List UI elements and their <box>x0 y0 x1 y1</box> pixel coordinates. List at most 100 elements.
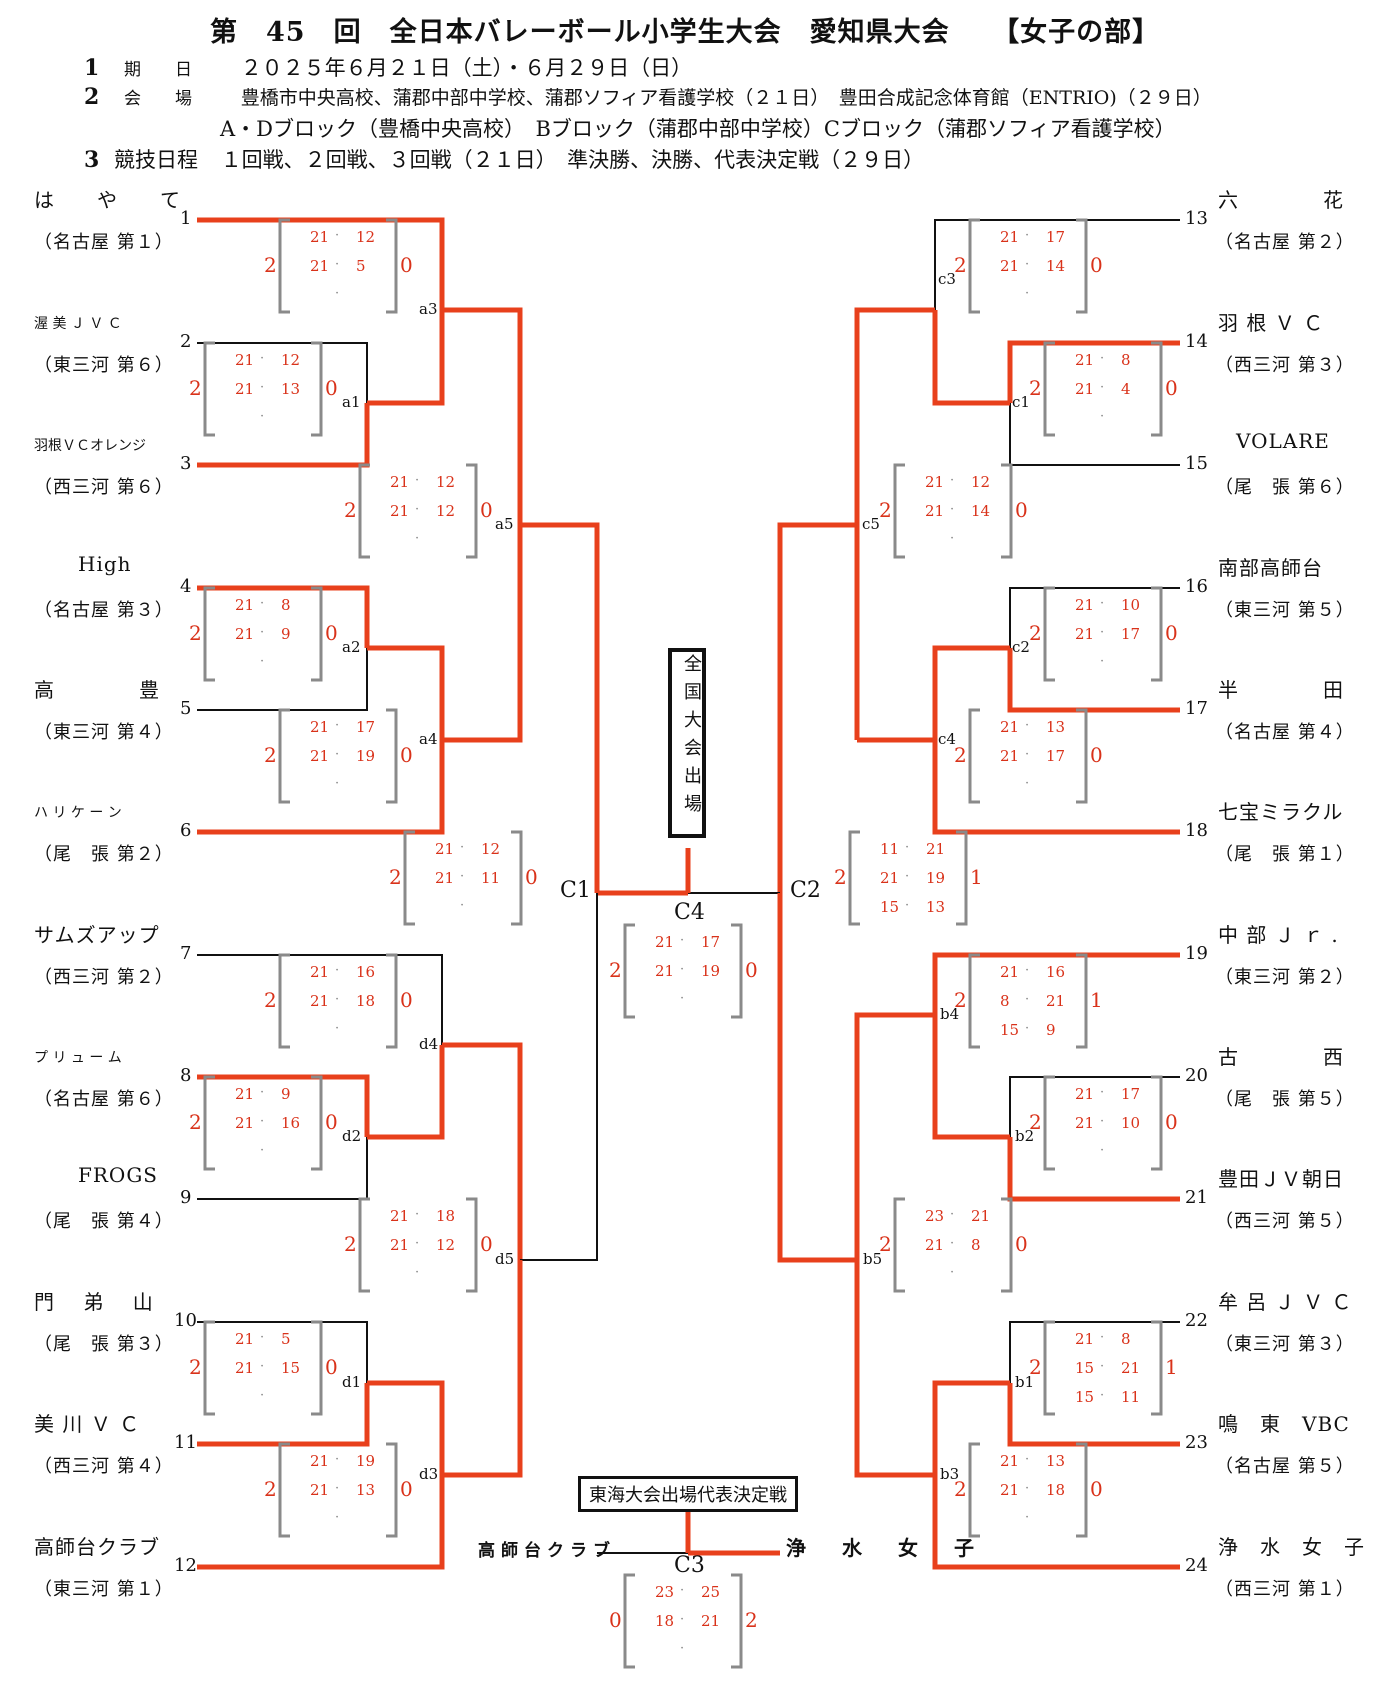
set-score-left: 21 <box>310 1452 330 1470</box>
score-bracket-right <box>1076 953 1088 1049</box>
header-row-venue: 2 会 場 豊橋市中央高校、蒲郡中部中学校、蒲郡ソフィア看護学校（２１日） 豊田… <box>84 83 1212 110</box>
set-score-left: 15 <box>1075 1388 1095 1406</box>
team-name-left: は や て <box>34 188 181 212</box>
set-score-dot: · <box>335 1510 340 1525</box>
set-score-dot: · <box>415 1236 420 1251</box>
set-score-right: 5 <box>356 257 366 275</box>
set-score-dot: · <box>260 625 265 640</box>
set-score-dot: · <box>680 962 685 977</box>
team-name-left: 美 川 Ｖ Ｃ <box>34 1412 141 1436</box>
score-bracket-right <box>1151 1320 1163 1416</box>
set-score-dot: · <box>1100 654 1105 669</box>
tokai-qualifier-box: 東海大会出場代表決定戦 <box>578 1476 798 1512</box>
set-score-left: 21 <box>390 1207 410 1225</box>
team-region-right: （東三河 第３） <box>1215 1334 1355 1355</box>
match-label-a4: a4 <box>419 730 438 748</box>
team-region-right: （西三河 第１） <box>1215 1579 1355 1600</box>
score-sets-right: 0 <box>325 1110 338 1134</box>
score-bracket-left <box>893 463 905 559</box>
slot-number: 23 <box>1185 1432 1208 1453</box>
a5-to-c1 <box>520 522 600 893</box>
set-score-right: 17 <box>356 718 376 736</box>
score-bracket-right <box>311 341 323 437</box>
slot-4-line <box>197 585 370 648</box>
score-bracket-right <box>511 830 523 926</box>
score-sets-right: 0 <box>1165 1110 1178 1134</box>
header-num: 1 <box>84 55 100 81</box>
slot-number: 21 <box>1185 1187 1208 1208</box>
set-score-dot: · <box>415 502 420 517</box>
slot-number: 9 <box>180 1187 192 1208</box>
set-score-right: 8 <box>971 1236 981 1254</box>
b1-line <box>932 1380 1010 1475</box>
score-bracket-left <box>968 953 980 1049</box>
set-score-dot: · <box>1025 1452 1030 1467</box>
set-score-dot: · <box>950 1265 955 1280</box>
slot-17-line <box>1007 648 1180 713</box>
match-label-b3: b3 <box>940 1465 960 1483</box>
team-name-right: 古 西 <box>1218 1045 1344 1069</box>
set-score-right: 13 <box>281 380 301 398</box>
slot-11-line <box>197 1383 370 1447</box>
slot-13-line <box>934 219 1180 310</box>
set-score-dot: · <box>335 963 340 978</box>
set-score-dot: · <box>1100 1143 1105 1158</box>
header-text: ２０２５年６月２１日（土）・６月２９日（日） <box>240 56 693 80</box>
score-bracket-left <box>278 953 290 1049</box>
set-score-right: 4 <box>1121 380 1131 398</box>
set-score-dot: · <box>950 1207 955 1222</box>
slot-number: 17 <box>1185 698 1208 719</box>
set-score-dot: · <box>260 596 265 611</box>
set-score-dot: · <box>415 1207 420 1222</box>
a3-to-a5 <box>442 307 523 525</box>
score-bracket-right <box>466 1197 478 1293</box>
score-bracket-right <box>386 218 398 314</box>
set-score-left: 21 <box>435 840 455 858</box>
set-score-right: 14 <box>1046 257 1066 275</box>
set-score-dot: · <box>680 1583 685 1598</box>
slot-number: 24 <box>1185 1555 1208 1576</box>
set-score-right: 13 <box>356 1481 376 1499</box>
set-score-left: 21 <box>235 1114 255 1132</box>
match-label-d5: d5 <box>495 1250 515 1268</box>
team-region-left: （東三河 第４） <box>34 722 174 743</box>
slot-number: 19 <box>1185 943 1208 964</box>
score-sets-left: 2 <box>1029 376 1042 400</box>
team-name-right: 南部高師台 <box>1218 556 1323 580</box>
score-sets-left: 2 <box>609 958 622 982</box>
set-score-dot: · <box>1100 625 1105 640</box>
set-score-dot: · <box>1100 1085 1105 1100</box>
set-score-left: 21 <box>310 257 330 275</box>
b2-line <box>932 1015 1010 1140</box>
header-label: 期 日 <box>124 60 192 80</box>
set-score-dot: · <box>260 1330 265 1345</box>
slot-number: 16 <box>1185 576 1208 597</box>
header-row-schedule: 3 競技日程 １回戦、２回戦、３回戦（２１日） 準決勝、決勝、代表決定戦（２９日… <box>84 144 924 174</box>
score-bracket-left <box>203 1075 215 1171</box>
score-bracket-right <box>1076 708 1088 804</box>
match-label-C4: C4 <box>674 900 705 925</box>
slot-24-line <box>932 1475 1180 1570</box>
set-score-dot: · <box>1025 776 1030 791</box>
set-score-right: 19 <box>356 747 376 765</box>
set-score-left: 21 <box>655 933 675 951</box>
score-sets-left: 0 <box>609 1608 622 1632</box>
slot-number: 18 <box>1185 820 1208 841</box>
d2-line <box>367 1045 445 1140</box>
set-score-left: 21 <box>310 1481 330 1499</box>
slot-number: 5 <box>180 698 192 719</box>
team-region-left: （西三河 第６） <box>34 477 174 498</box>
set-score-right: 12 <box>971 473 991 491</box>
set-score-left: 21 <box>1000 963 1020 981</box>
score-sets-right: 1 <box>1090 988 1103 1012</box>
score-sets-left: 2 <box>879 498 892 522</box>
set-score-dot: · <box>1100 1388 1105 1403</box>
match-label-c1: c1 <box>1012 393 1030 411</box>
header-row-blocks: A・Dブロック（豊橋中央高校） Bブロック（蒲郡中部中学校）Cブロック（蒲郡ソフ… <box>220 113 1176 143</box>
score-sets-left: 2 <box>189 376 202 400</box>
score-bracket-right <box>1001 1197 1013 1293</box>
score-bracket-right <box>731 1573 743 1669</box>
set-score-right: 16 <box>1046 963 1066 981</box>
d1-line <box>367 1380 445 1475</box>
set-score-right: 17 <box>1046 228 1066 246</box>
